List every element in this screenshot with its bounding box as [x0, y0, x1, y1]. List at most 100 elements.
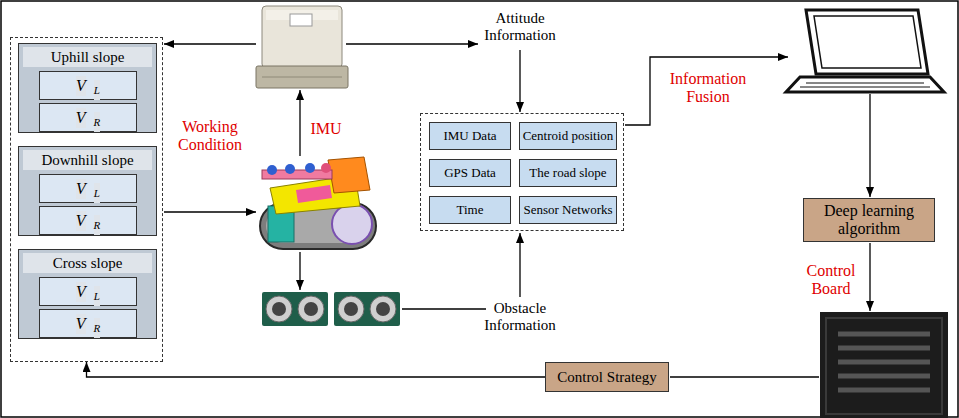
box-text: Centroid position [523, 128, 614, 144]
ultrasonic-sensors [262, 292, 400, 326]
box-text: The road slope [529, 165, 606, 181]
flow-arrow [299, 252, 300, 290]
variable-symbol: V [76, 179, 86, 199]
data-box: Sensor Networks [519, 196, 617, 224]
flow-label: Attitude Information [470, 10, 570, 45]
laptop-icon [806, 83, 924, 84]
group-frame: IMU Data Centroid positionGPS Data The roa… [420, 113, 624, 231]
data-box: Centroid position [519, 122, 617, 150]
box-text: GPS Data [444, 165, 496, 181]
laptop-icon [786, 10, 944, 92]
speed-box: VL [39, 277, 137, 306]
speed-box: VL [39, 71, 137, 100]
flow-arrow [164, 211, 256, 212]
box-text: IMU Data [443, 128, 496, 144]
laptop-icon [814, 16, 921, 68]
ultrasonic-sensors [266, 296, 292, 322]
variable-subscript: R [94, 112, 101, 132]
box-text: Sensor Networks [523, 202, 612, 218]
variable-subscript: L [94, 80, 100, 100]
flow-arrow [625, 57, 788, 125]
speed-box: VL [39, 174, 137, 203]
control-board-photo [838, 360, 930, 365]
tracked-robot [296, 185, 332, 203]
condition-panel: Downhill slopeVLVR [18, 146, 157, 236]
variable-subscript: R [94, 215, 101, 235]
control-board-photo [838, 346, 930, 351]
laptop-icon [786, 77, 944, 92]
ultrasonic-sensors [338, 296, 364, 322]
condition-panel: Uphill slopeVLVR [18, 43, 157, 133]
speed-box: VR [39, 103, 137, 132]
tracked-robot [305, 163, 315, 173]
data-box: Time [429, 196, 511, 224]
ultrasonic-sensors [262, 292, 328, 326]
annotation-label: Control Board [800, 262, 862, 299]
flow-arrow [164, 44, 870, 377]
imu-device [290, 14, 312, 26]
data-box: The road slope [519, 159, 617, 187]
imu-device [256, 66, 348, 88]
variable-symbol: V [76, 76, 86, 96]
flow-arrow [299, 90, 300, 156]
speed-box: VR [39, 206, 137, 235]
box-text: Deep learning algorithm [808, 202, 930, 238]
tracked-robot [321, 163, 331, 173]
connector [87, 362, 546, 377]
annotation-label: IMU [306, 120, 346, 138]
flow-arrow [519, 50, 520, 112]
variable-symbol: V [76, 108, 86, 128]
laptop-icon [806, 10, 928, 74]
process-box: Control Strategy [545, 362, 669, 392]
control-board-photo [838, 332, 930, 337]
speed-box: VR [39, 309, 137, 338]
ultrasonic-sensors [370, 296, 396, 322]
variable-subscript: L [94, 286, 100, 306]
ultrasonic-sensors [344, 302, 358, 316]
flow-arrow [869, 94, 870, 197]
condition-panel: Cross slopeVLVR [18, 249, 157, 339]
process-box: Deep learning algorithm [803, 198, 935, 242]
box-text: Time [457, 202, 484, 218]
flow-arrow [869, 243, 870, 311]
panel-title: Downhill slope [23, 150, 152, 170]
ultrasonic-sensors [304, 302, 318, 316]
laptop-icon [800, 87, 930, 88]
variable-symbol: V [76, 314, 86, 334]
box-text: Control Strategy [557, 369, 657, 386]
panel-title: Cross slope [23, 253, 152, 273]
control-board-photo [838, 388, 930, 393]
control-board-photo [820, 312, 948, 418]
variable-subscript: L [94, 183, 100, 203]
annotation-label: Information Fusion [656, 70, 760, 107]
variable-symbol: V [76, 211, 86, 231]
tracked-robot [285, 164, 295, 174]
control-board-photo [838, 374, 930, 379]
group-frame: Uphill slopeVLVRDownhill slopeVLVRCross … [10, 37, 163, 362]
ultrasonic-sensors [334, 292, 400, 326]
tracked-robot [267, 165, 277, 175]
data-box: IMU Data [429, 122, 511, 150]
imu-device [256, 6, 348, 88]
flow-label: Obstacle Information [470, 300, 570, 335]
tracked-robot [328, 157, 370, 193]
variable-symbol: V [76, 282, 86, 302]
imu-device [262, 77, 342, 78]
annotation-label: Working Condition [168, 118, 252, 155]
data-box: GPS Data [429, 159, 511, 187]
tracked-robot [260, 157, 376, 249]
flow-arrow [670, 376, 819, 377]
flow-arrow [402, 308, 486, 309]
flow-arrow [164, 43, 256, 44]
variable-subscript: R [94, 318, 101, 338]
control-board-photo [820, 312, 948, 418]
ultrasonic-sensors [272, 302, 286, 316]
ultrasonic-sensors [298, 296, 324, 322]
panel-title: Uphill slope [23, 47, 152, 67]
imu-device [262, 6, 342, 68]
flow-arrow [519, 233, 520, 297]
ultrasonic-sensors [376, 302, 390, 316]
control-board-photo [826, 318, 942, 414]
